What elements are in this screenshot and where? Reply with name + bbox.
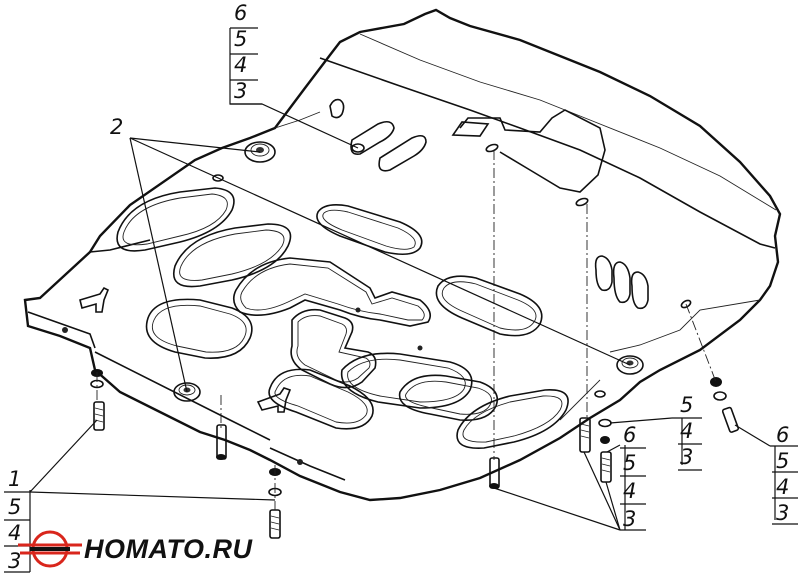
callout-label: 3 <box>234 79 247 103</box>
callout-label: 5 <box>234 27 247 51</box>
callout-label: 2 <box>110 115 123 139</box>
fasteners <box>90 369 740 539</box>
bolt-hole <box>62 327 68 333</box>
callout-label: 1 <box>8 467 21 491</box>
leader-lines <box>29 28 776 572</box>
callout-label: 5 <box>8 495 21 519</box>
bolt <box>216 424 227 460</box>
slot <box>329 98 345 119</box>
slot <box>612 261 631 304</box>
slot <box>630 271 649 310</box>
slot <box>575 197 589 207</box>
callout-label: 6 <box>623 423 636 447</box>
washer <box>594 390 606 398</box>
bolt <box>579 417 591 453</box>
bolt <box>93 401 105 431</box>
oval-cutout <box>398 374 499 422</box>
slot <box>212 174 224 182</box>
bolt-hole <box>355 307 361 313</box>
bolt <box>721 406 740 433</box>
slot <box>680 299 692 309</box>
oval-cutout <box>435 275 543 337</box>
washer <box>598 418 612 444</box>
oval-cutout <box>290 308 377 389</box>
logo-text: HOMATO.RU <box>84 534 253 564</box>
washer <box>710 377 727 401</box>
bolt <box>269 509 281 539</box>
callout-label: 6 <box>234 1 247 25</box>
callout-right-a: 5 4 3 <box>672 393 702 471</box>
bolt-hole <box>351 143 365 153</box>
mounting-points <box>62 141 644 465</box>
slot <box>485 143 499 153</box>
oval-cutouts <box>116 187 569 449</box>
bolt <box>489 457 500 489</box>
callout-bottom-left-stack: 1 5 4 3 <box>4 467 30 573</box>
callout-label: 3 <box>680 445 693 469</box>
oval-cutout <box>340 352 473 409</box>
callout-right-c: 6 5 4 3 <box>770 423 798 525</box>
bolt-hole <box>417 345 423 351</box>
callout-label: 3 <box>776 501 789 525</box>
bolt-hole <box>297 459 303 465</box>
oval-cutout <box>173 223 292 288</box>
ventilation-slots <box>212 98 692 310</box>
oval-cutout <box>116 187 235 252</box>
oval-cutout <box>316 204 423 256</box>
callout-top-stack: 6 5 4 3 <box>230 1 262 105</box>
callout-label: 4 <box>623 479 636 503</box>
slot <box>594 255 613 292</box>
callout-label: 5 <box>680 393 693 417</box>
callout-label: 4 <box>234 53 247 77</box>
clip <box>79 286 110 313</box>
callout-label: 5 <box>776 449 789 473</box>
oval-cutout <box>456 389 569 449</box>
homato-logo: HOMATO.RU <box>18 530 253 568</box>
slot <box>378 134 427 172</box>
front-clips <box>79 286 292 413</box>
rubber-mount <box>173 382 201 402</box>
callout-label: 3 <box>623 507 636 531</box>
callout-label: 5 <box>623 451 636 475</box>
callout-label: 6 <box>776 423 789 447</box>
callout-label: 4 <box>680 419 693 443</box>
skid-plate <box>23 8 782 502</box>
callout-label: 3 <box>8 549 21 573</box>
oval-cutout <box>145 298 253 359</box>
slot <box>350 120 395 156</box>
oval-cutout <box>232 257 431 327</box>
callout-label: 4 <box>776 475 789 499</box>
clip <box>256 387 292 413</box>
bolt <box>600 451 612 483</box>
callout-right-b: 6 5 4 3 <box>620 423 646 531</box>
callout-label: 4 <box>8 521 21 545</box>
